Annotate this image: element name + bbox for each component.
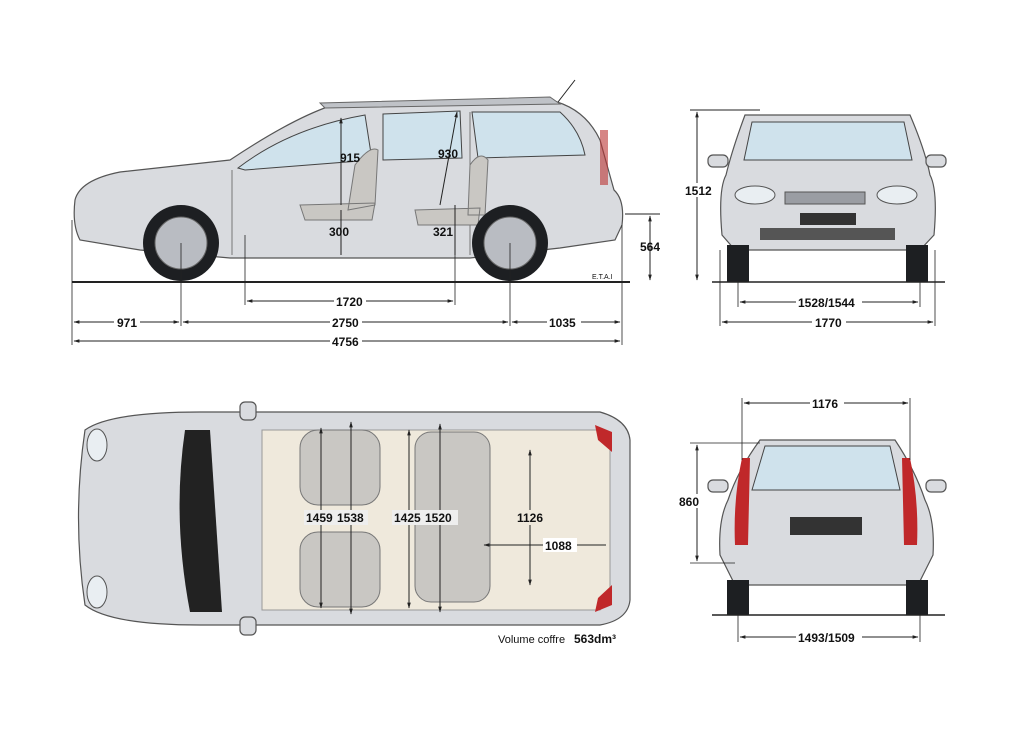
boot-volume-value: 563dm³	[574, 632, 616, 646]
rear-left-tyre	[727, 580, 749, 615]
headlight-top-left	[86, 428, 108, 462]
mirror-top-right	[239, 616, 257, 636]
right-headlight	[876, 185, 918, 205]
front-extension-lines	[719, 250, 936, 326]
side-view: E.T.A.I 915 930 300 321 564 1720 971 275…	[71, 79, 660, 349]
interior-length-label: 1720	[336, 295, 363, 309]
rear-mirror-right	[925, 479, 947, 493]
boot-width-label: 1126	[517, 511, 543, 525]
overall-width-label: 1770	[815, 316, 842, 330]
front-track-label: 1528/1544	[798, 296, 855, 310]
front-right-tyre	[906, 245, 928, 282]
rear-headroom-label: 930	[438, 147, 458, 161]
boot-length-label: 1088	[545, 539, 572, 553]
right-mirror	[925, 154, 947, 168]
rear-door-window	[382, 110, 463, 161]
rear-shoulder-label: 1520	[425, 511, 452, 525]
lower-intake	[760, 228, 895, 240]
rear-plate	[790, 517, 862, 535]
rear-window	[751, 445, 901, 491]
front-headroom-label: 915	[340, 151, 360, 165]
credit-label: E.T.A.I	[592, 274, 613, 281]
tailgate-height-label: 860	[679, 495, 699, 509]
rear-view: 1176 860 1493/1509	[678, 396, 947, 645]
front-seat-height-label: 300	[329, 225, 349, 239]
wheelbase-label: 2750	[332, 316, 359, 330]
left-mirror	[707, 154, 729, 168]
front-elbow-label: 1459	[306, 511, 333, 525]
mirror-top-left	[239, 401, 257, 421]
grille	[784, 191, 866, 205]
front-overhang-label: 971	[117, 316, 137, 330]
rear-headroom-line	[439, 111, 458, 206]
windscreen	[743, 121, 913, 161]
front-shoulder-label: 1538	[337, 511, 364, 525]
rear-overhang-label: 1035	[549, 316, 576, 330]
rear-mirror-left	[707, 479, 729, 493]
sill-height-label: 564	[640, 240, 660, 254]
windscreen-front-window	[236, 114, 373, 171]
plate	[800, 213, 856, 225]
rear-elbow-label: 1425	[394, 511, 421, 525]
height-label: 1512	[685, 184, 712, 198]
front-left-tyre	[727, 245, 749, 282]
roof-rail	[318, 96, 562, 109]
rear-extension-lines	[690, 398, 921, 642]
rear-right-tyre	[906, 580, 928, 615]
rear-light	[600, 130, 608, 185]
windscreen-top	[179, 430, 222, 612]
rear-seat-height-label: 321	[433, 225, 453, 239]
headlight-top-right	[86, 575, 108, 609]
extension-lines	[71, 220, 623, 345]
rear-track-label: 1493/1509	[798, 631, 855, 645]
top-view: 1459 1538 1425 1520 1126 1088 Volume cof…	[77, 401, 631, 646]
boot-volume-label: Volume coffre	[498, 634, 565, 646]
tailgate-width-label: 1176	[812, 397, 838, 411]
overall-length-label: 4756	[332, 335, 359, 349]
antenna-leader	[557, 79, 576, 103]
taillights-top	[595, 425, 612, 612]
quarter-window	[471, 111, 586, 159]
front-view: 1512 1528/1544 1770	[684, 109, 947, 330]
front-seat	[299, 148, 379, 221]
left-headlight	[734, 185, 776, 205]
